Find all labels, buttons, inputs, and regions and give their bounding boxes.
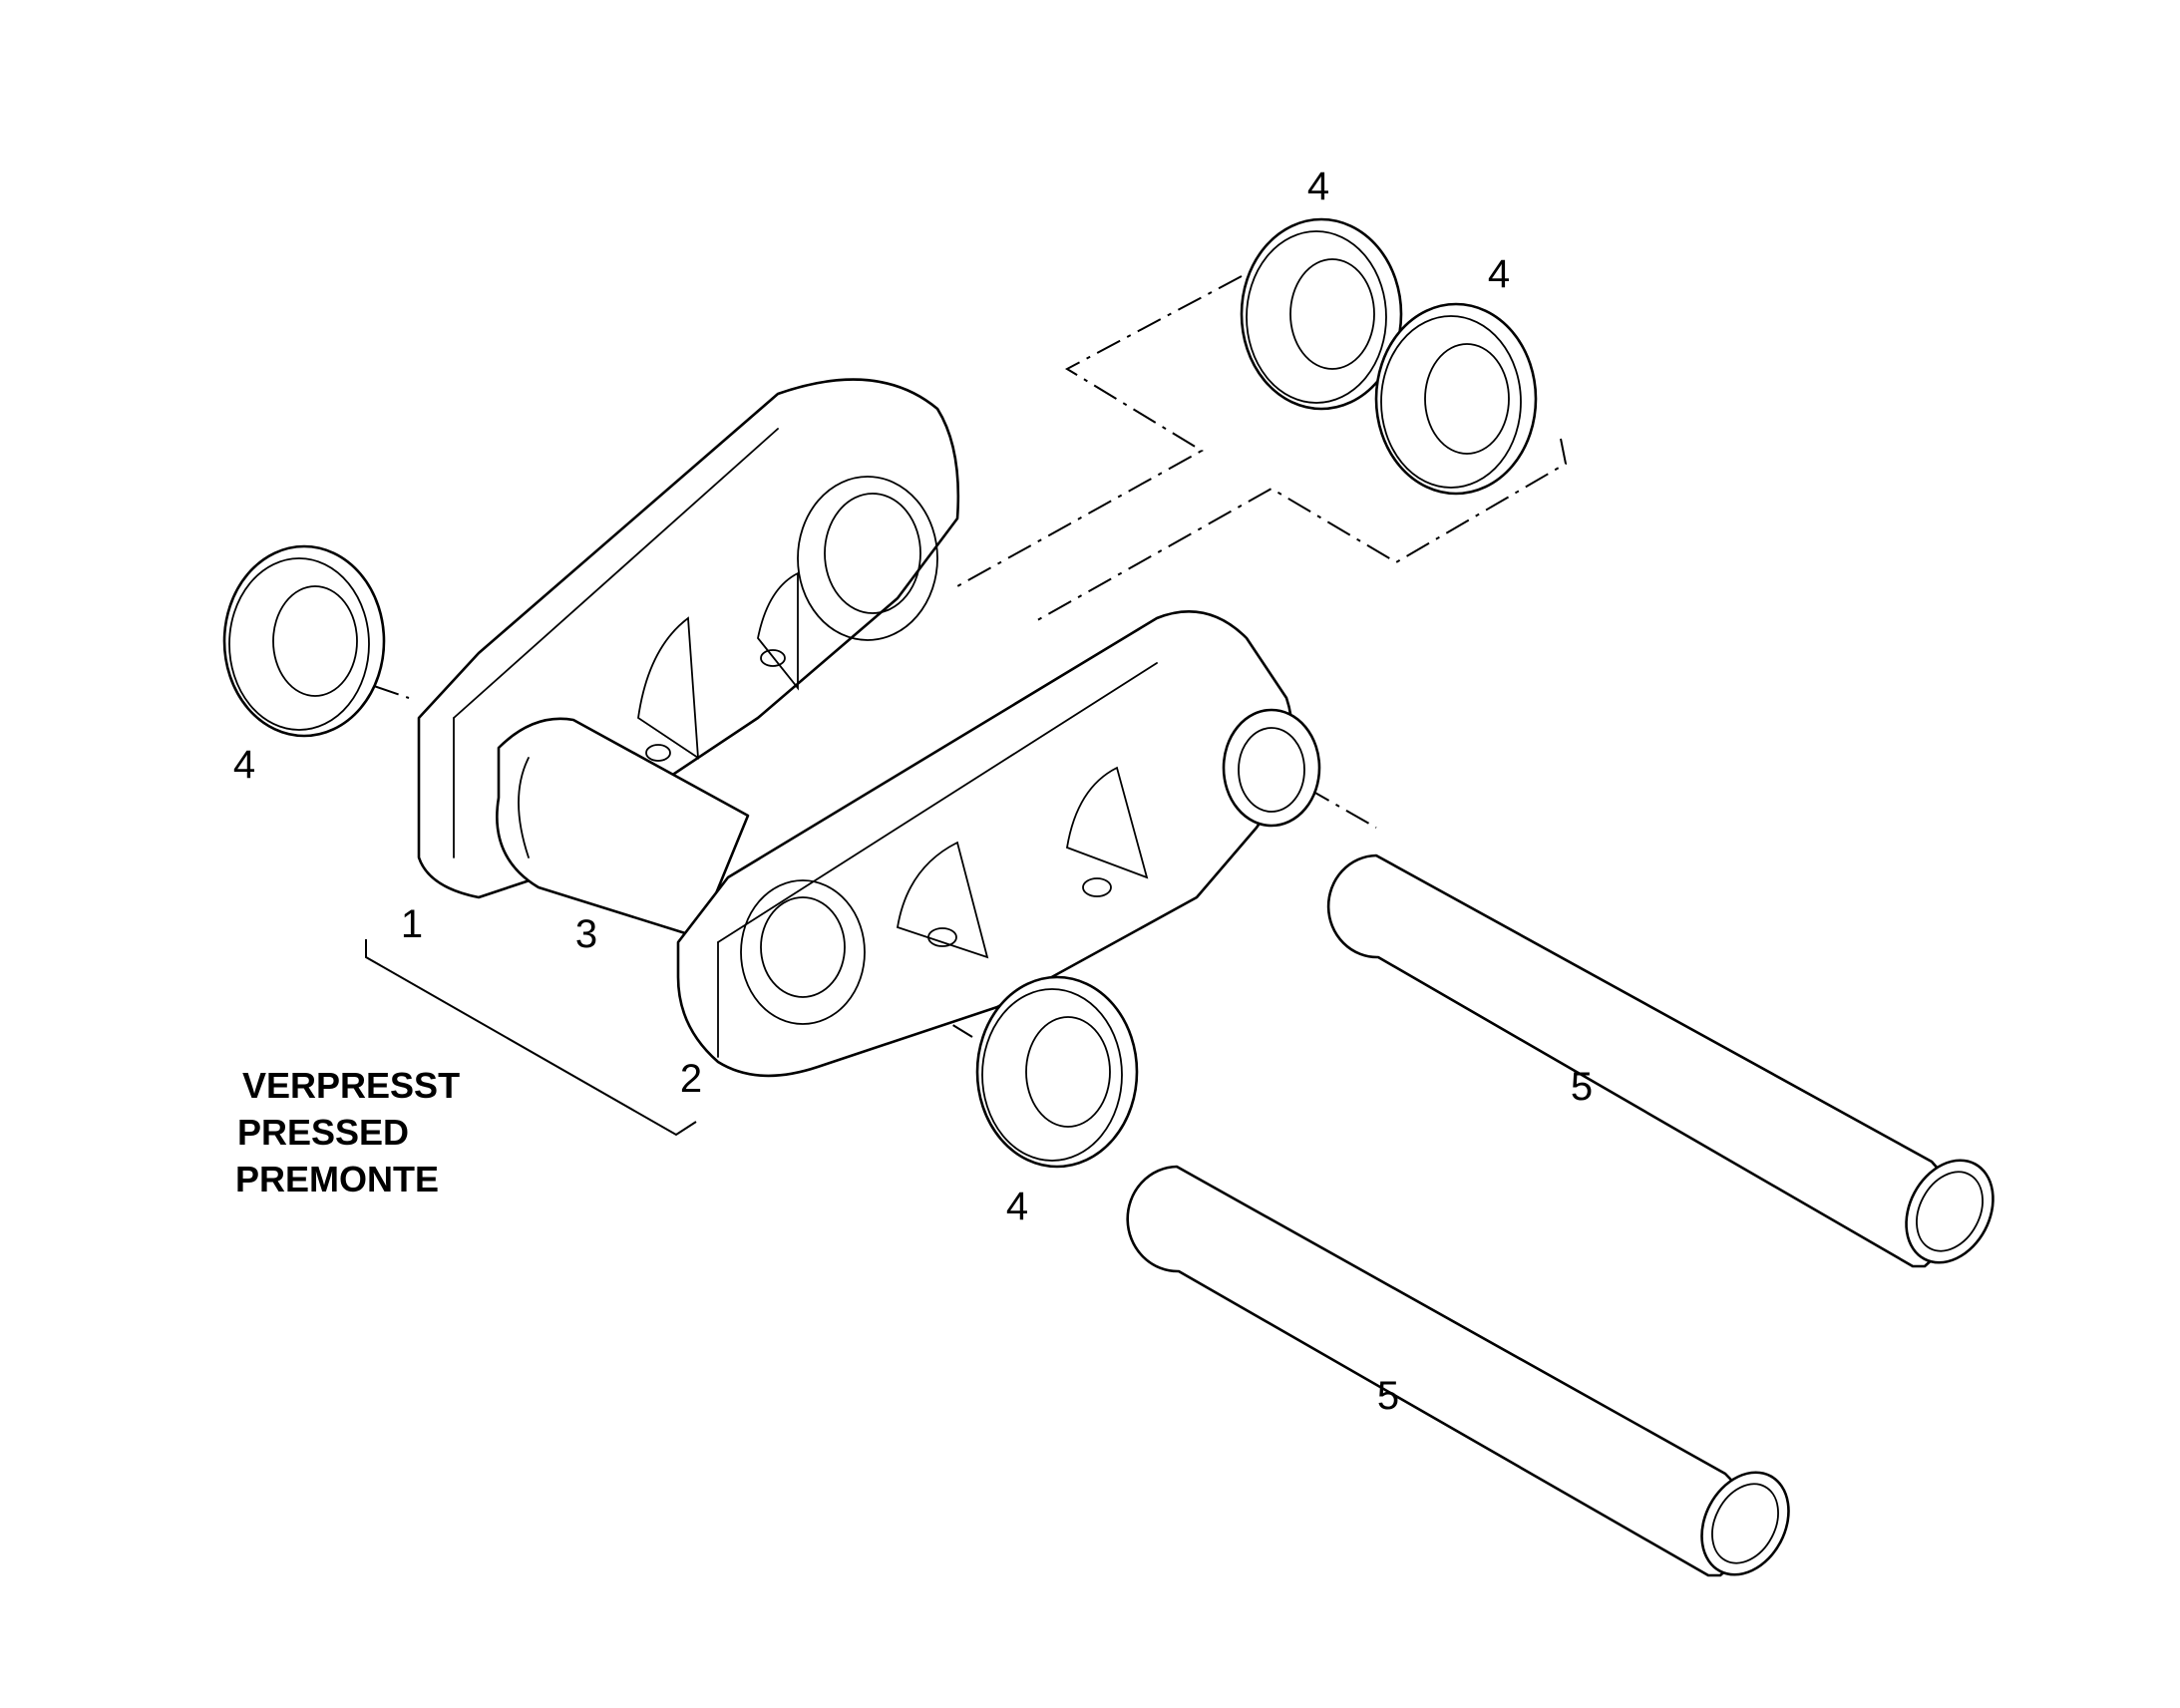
seal-top-b xyxy=(1374,302,1538,496)
right-link xyxy=(676,610,1321,1078)
pressed-assembly-bracket xyxy=(365,939,697,1137)
pin-upper xyxy=(1326,854,1995,1268)
callout-pin-lower: 5 xyxy=(1377,1374,1399,1418)
callout-link-right: 2 xyxy=(680,1057,702,1101)
callout-seal-bottom: 4 xyxy=(1006,1185,1028,1228)
callout-pin-upper: 5 xyxy=(1571,1065,1593,1109)
callout-link-left: 1 xyxy=(401,902,423,946)
seal-bottom xyxy=(975,975,1139,1169)
pin-lower xyxy=(1126,1165,1790,1577)
note-line-2: PRESSED xyxy=(237,1112,409,1153)
seal-top-a xyxy=(1240,217,1403,411)
callout-seal-left: 4 xyxy=(233,743,255,787)
callout-bushing: 3 xyxy=(575,912,597,956)
bushing xyxy=(496,717,750,939)
callout-seal-top-b: 4 xyxy=(1488,252,1510,296)
seal-left xyxy=(222,544,386,738)
note-line-3: PREMONTE xyxy=(235,1159,439,1199)
callout-seal-top-a: 4 xyxy=(1307,165,1329,208)
note-line-1: VERPRESST xyxy=(242,1065,460,1106)
